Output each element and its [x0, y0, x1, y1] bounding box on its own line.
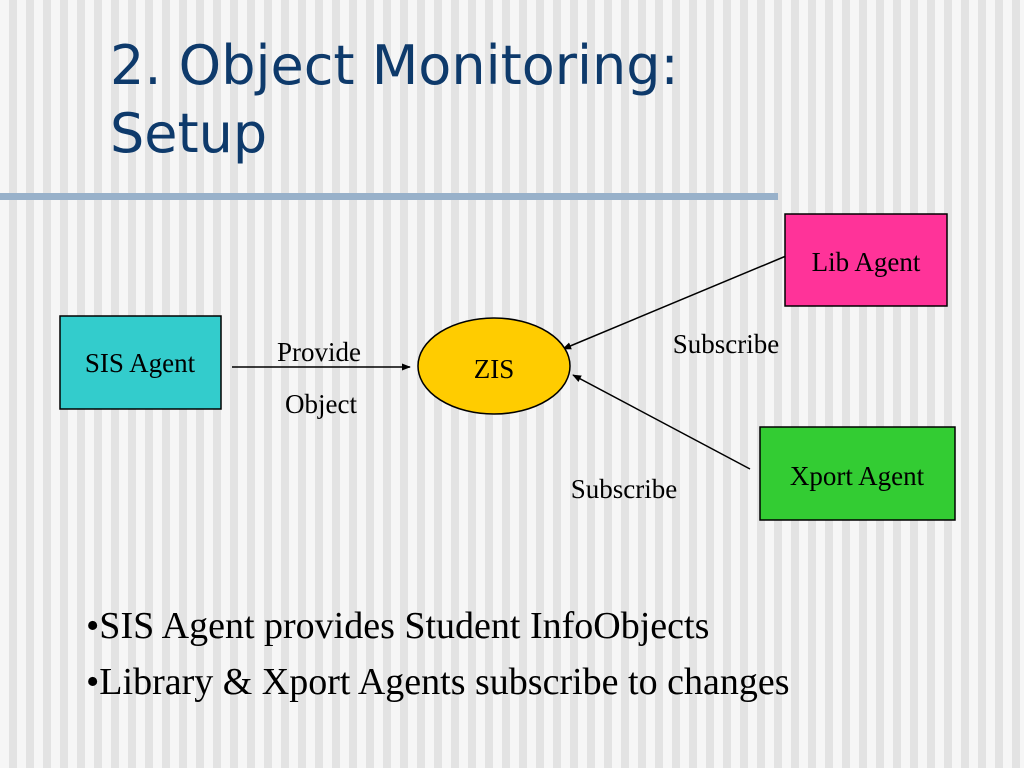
- sis-agent-box: [59, 315, 222, 410]
- slide-title: 2. Object Monitoring: Setup: [110, 32, 679, 168]
- lib-subscribe-label: Subscribe: [673, 329, 780, 359]
- bullet-item: •SIS Agent provides Student InfoObjects: [86, 605, 710, 647]
- sis-agent-label: SIS Agent: [85, 348, 196, 378]
- zis-label: ZIS: [474, 354, 515, 384]
- bullet-list: •SIS Agent provides Student InfoObjects …: [86, 598, 789, 710]
- xport-agent-label: Xport Agent: [790, 461, 925, 491]
- lib-agent-label: Lib Agent: [812, 247, 921, 277]
- xport-subscribe-arrow: [572, 374, 751, 470]
- xport-agent-box: [759, 426, 956, 521]
- lib-agent-node: Lib Agent: [784, 213, 948, 307]
- xport-subscribe-label: Subscribe: [571, 474, 678, 504]
- zis-node: ZIS: [417, 317, 571, 415]
- slide-title-line-1: 2. Object Monitoring:: [110, 34, 679, 97]
- xport-agent-node: Xport Agent: [759, 426, 956, 521]
- lib-subscribe-arrow: [562, 255, 787, 350]
- object-label: Object: [285, 389, 357, 419]
- lib-agent-box: [784, 213, 948, 307]
- slide-title-line-2: Setup: [110, 102, 268, 165]
- sis-agent-node: SIS Agent: [59, 315, 222, 410]
- zis-ellipse: [417, 317, 571, 415]
- title-divider: [0, 193, 778, 200]
- provide-label: Provide: [277, 337, 361, 367]
- bullet-item: •Library & Xport Agents subscribe to cha…: [86, 661, 790, 703]
